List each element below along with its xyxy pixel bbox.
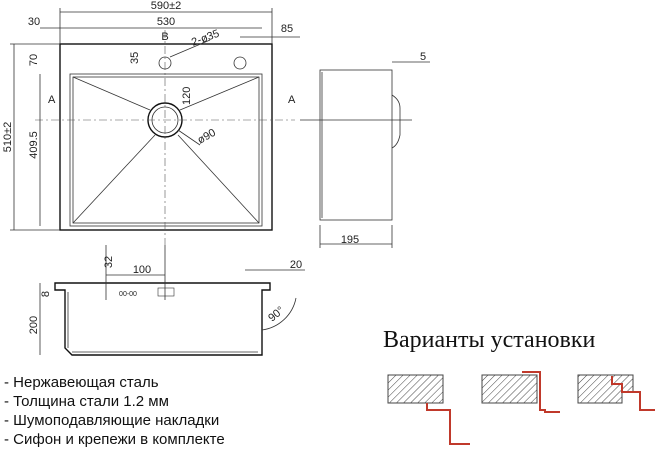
dim-bowl-depth: 200 [28, 316, 40, 334]
drain-label: 00-00 [119, 291, 137, 298]
brand-plate [157, 287, 175, 297]
sink-bowl-inner [72, 76, 260, 224]
dim-rim-height: 5 [420, 51, 426, 63]
feature-item: - Сифон и крепежи в комплекте [4, 431, 225, 448]
sink-profile-undermount [426, 403, 470, 445]
fold-line [72, 134, 156, 224]
dim-overall-depth: 510±2 [2, 122, 14, 153]
dim-flange-32: 32 [103, 256, 115, 268]
section-label-a-right: A [288, 94, 296, 106]
dim-drain-spacing: 100 [133, 264, 151, 276]
countertop-middle [481, 374, 538, 404]
section-label-a-left: A [48, 94, 56, 106]
dim-tap-hole-depth: 35 [129, 52, 141, 64]
sink-profile-flush [522, 371, 560, 413]
feature-item: - Нержавеющая сталь [4, 374, 159, 391]
side-view: 195 5 [300, 51, 430, 248]
section-outline [54, 282, 271, 356]
fold-line [72, 76, 151, 111]
dim-drain-offset: 120 [181, 87, 193, 105]
countertop-right [577, 374, 634, 404]
dim-hole-offset: 85 [281, 23, 293, 35]
leader-line [169, 39, 211, 58]
dim-rim-8: 8 [40, 291, 52, 297]
fold-line [179, 76, 260, 111]
fold-line [177, 134, 260, 224]
angle-arc [261, 297, 297, 331]
dim-inner-depth: 409.5 [28, 131, 40, 159]
feature-item: - Толщина стали 1.2 мм [4, 393, 169, 410]
dim-overall-width: 590±2 [151, 0, 182, 12]
side-profile [319, 69, 393, 221]
installation-variants [387, 371, 655, 445]
countertop-left [387, 374, 444, 404]
section-label-b-top: B [161, 31, 168, 43]
sink-outer-rim [59, 43, 273, 231]
feature-item: - Шумоподавляющие накладки [4, 412, 220, 429]
dim-corner-angle: 90° [266, 304, 286, 324]
dim-drain-diameter: ø90 [196, 127, 218, 147]
installation-title: Варианты установки [383, 327, 596, 353]
side-drain-bulge [391, 94, 401, 149]
tap-hole-right [233, 56, 247, 70]
dim-side-width: 195 [341, 234, 359, 246]
dim-left-offset: 30 [28, 16, 40, 28]
front-section-view: 100 32 00-00 20 200 8 90° [28, 245, 305, 356]
dim-top-offset: 70 [28, 54, 40, 66]
top-view: 590±2 530 30 85 2-ø35 35 B 510±2 409.5 7… [2, 0, 300, 245]
variant-flush [481, 371, 560, 413]
variant-undermount [387, 374, 470, 445]
variant-inset [577, 374, 655, 411]
dim-flange-20: 20 [290, 259, 302, 271]
dim-tap-holes: 2-ø35 [190, 28, 221, 49]
sink-bowl [69, 73, 263, 227]
sink-profile-inset [611, 376, 655, 411]
dim-inner-width: 530 [157, 16, 175, 28]
leader-line [177, 129, 201, 146]
